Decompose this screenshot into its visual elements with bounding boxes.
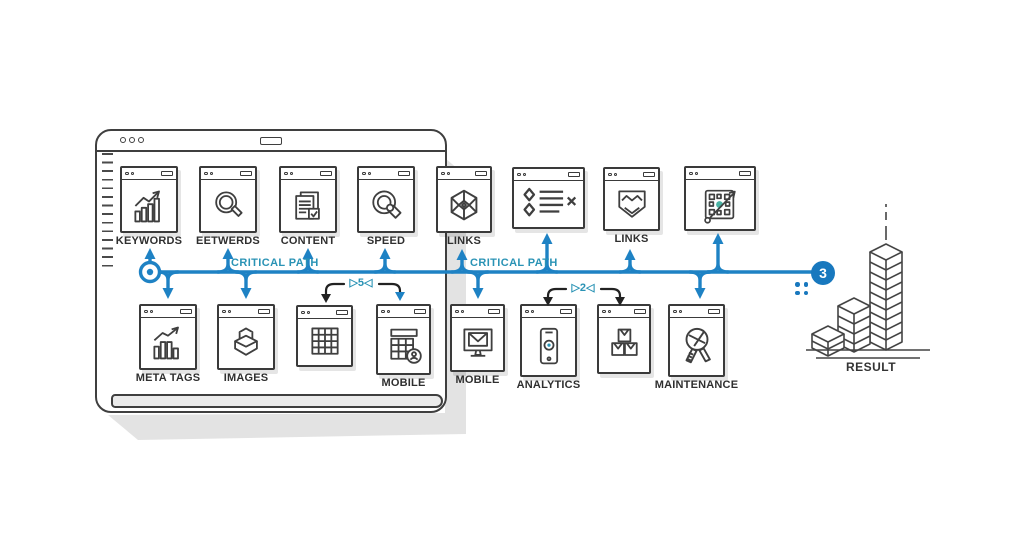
tile-mobile-table: MOBILE [376, 304, 431, 389]
parcel-boxes-icon [611, 328, 638, 356]
grid-table-icon [310, 327, 339, 355]
wave-banner-icon [617, 190, 646, 218]
tile-header [514, 169, 583, 181]
tile-links-2: LINKS [603, 167, 660, 245]
tile-analytics: ANALYTICS [517, 304, 580, 391]
tile-label: META TAGS [135, 372, 201, 384]
tile-header [298, 307, 351, 319]
tile-header [141, 306, 195, 318]
tile-header [452, 306, 503, 318]
critical-path-label-right: CRITICAL PATH [470, 257, 558, 269]
web-hexagon-icon [450, 189, 478, 220]
table-user-icon [389, 328, 422, 364]
window-dot-icon [129, 137, 135, 143]
tile-header [201, 168, 255, 180]
bar-chart-growth-icon [134, 190, 160, 222]
box-cube-icon [234, 327, 258, 356]
critical-path-label-left: CRITICAL PATH [231, 257, 319, 269]
qr-scan-icon [704, 189, 736, 224]
tile-header [281, 168, 335, 180]
tile-grid-table [296, 305, 353, 367]
tile-mobile-monitor: MOBILE [450, 304, 505, 386]
tile-header [686, 168, 754, 180]
window-address-icon [260, 137, 282, 145]
tile-label: MOBILE [381, 377, 426, 389]
tile-header [670, 306, 723, 318]
tile-label: IMAGES [223, 372, 269, 384]
tile-qr-scan [684, 166, 756, 231]
tile-header [219, 306, 273, 318]
magnifier-pointer-icon [372, 190, 402, 219]
smartphone-icon [539, 327, 558, 364]
tile-links-1: LINKS [436, 166, 492, 247]
tile-header [522, 306, 575, 318]
window-bottom-bar [111, 394, 443, 408]
magnifier-icon [215, 190, 243, 217]
annotation-min-5: ▷5◁ [349, 277, 373, 289]
bar-chart-icon [153, 326, 179, 360]
tile-label: SPEED [366, 235, 406, 247]
dots-grid-icon [795, 282, 808, 295]
tile-maintenance: MAINTENANCE [655, 304, 738, 391]
tile-sort-list [512, 167, 585, 229]
sort-list-icon [522, 187, 576, 217]
tile-label: LINKS [447, 235, 481, 247]
tile-label: ANALYTICS [516, 379, 581, 391]
tile-label: LINKS [614, 233, 649, 245]
tile-speed: SPEED [357, 166, 415, 247]
result-label: RESULT [845, 360, 897, 374]
window-dot-icon [120, 137, 126, 143]
window-dot-icon [138, 137, 144, 143]
annotation-min-2: ▷2◁ [571, 282, 595, 294]
tile-header [378, 306, 429, 318]
window-titlebar [97, 131, 445, 152]
tile-images: IMAGES [217, 304, 275, 384]
tile-label: CONTENT [280, 235, 336, 247]
tile-header [605, 169, 658, 181]
documents-check-icon [295, 190, 320, 220]
tools-magnifier-icon [685, 327, 711, 363]
tile-header [599, 306, 649, 318]
tile-content: CONTENT [279, 166, 337, 247]
tile-label: KEYWORDS [115, 235, 183, 247]
tile-eetwerds: EETWERDS [196, 166, 260, 247]
tile-parcel-boxes [597, 304, 651, 374]
tile-meta-tags: META TAGS [136, 304, 200, 384]
tile-label: MAINTENANCE [654, 379, 739, 391]
tile-header [122, 168, 176, 180]
tile-header [359, 168, 413, 180]
tile-keywords: KEYWORDS [116, 166, 182, 247]
tile-header [438, 168, 490, 180]
tile-label: EETWERDS [196, 235, 260, 247]
tile-label: MOBILE [455, 374, 500, 386]
window-spine-lines [102, 153, 113, 271]
monitor-mail-icon [462, 328, 493, 357]
milestone-badge: 3 [811, 261, 835, 285]
